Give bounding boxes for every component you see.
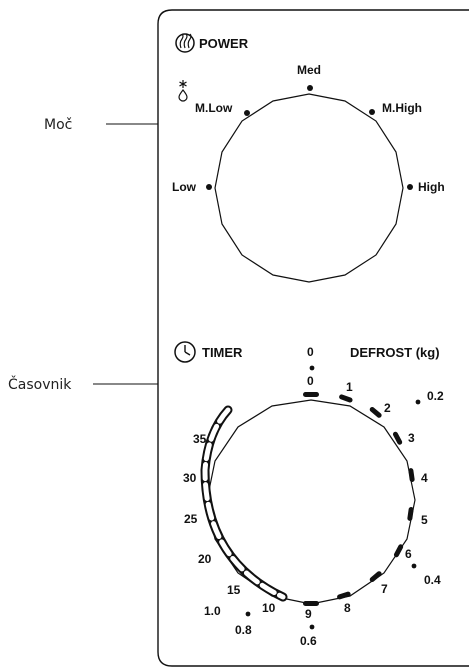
- timer-tick-6: [393, 544, 404, 558]
- power-knob[interactable]: [214, 93, 404, 283]
- timer-label-10: 10: [262, 601, 276, 615]
- timer-tick-4: [408, 468, 415, 483]
- timer-label-8: 8: [344, 601, 351, 615]
- timer-label-7: 7: [381, 582, 388, 596]
- timer-label-20: 20: [198, 552, 212, 566]
- timer-label-25: 25: [184, 512, 198, 526]
- power-marker-m-high: [369, 109, 375, 115]
- timer-label-9: 9: [305, 607, 312, 621]
- timer-title: TIMER: [202, 345, 243, 360]
- power-label-low: Low: [172, 180, 197, 194]
- microwave-waves-icon: [175, 33, 195, 53]
- defrost-label-1-0: 1.0: [204, 604, 221, 618]
- power-label-m-low: M.Low: [195, 101, 233, 115]
- timer-label-5: 5: [421, 513, 428, 527]
- timer-tick-3: [392, 431, 403, 445]
- power-marker-high: [407, 184, 413, 190]
- defrost-label-0-6: 0.6: [300, 634, 317, 648]
- timer-tick-1: [339, 394, 353, 403]
- defrost-dot-0-8: [245, 611, 251, 617]
- timer-zero-mid: 0: [307, 374, 314, 388]
- timer-knob[interactable]: [206, 399, 416, 605]
- power-label-med: Med: [297, 63, 321, 77]
- timer-tick-7: [369, 571, 382, 583]
- power-marker-m-low: [244, 110, 250, 116]
- timer-label-35: 35: [193, 432, 207, 446]
- power-callout-label: Moč: [44, 117, 72, 133]
- defrost-snowflake-drop-icon: [178, 80, 188, 102]
- defrost-dot-0-2: [415, 399, 421, 405]
- defrost-dot-0-4: [411, 563, 417, 569]
- power-title: POWER: [199, 36, 249, 51]
- defrost-dot-0-6: [309, 624, 315, 630]
- timer-zero-dot: [309, 365, 315, 371]
- timer-label-15: 15: [227, 583, 241, 597]
- defrost-label-0-8: 0.8: [235, 623, 252, 637]
- timer-label-4: 4: [421, 471, 428, 485]
- clock-icon: [174, 341, 196, 363]
- timer-callout-label: Časovnik: [8, 375, 72, 393]
- timer-tick-9: [303, 601, 319, 606]
- power-marker-med: [307, 85, 313, 91]
- timer-tick-5: [407, 506, 414, 521]
- defrost-label-0-2: 0.2: [427, 389, 444, 403]
- power-marker-low: [206, 184, 212, 190]
- timer-tick-2: [369, 406, 382, 418]
- defrost-title: DEFROST (kg): [350, 345, 440, 360]
- timer-label-2: 2: [384, 401, 391, 415]
- timer-short-range-arc: [200, 405, 288, 602]
- timer-label-1: 1: [346, 380, 353, 394]
- timer-label-6: 6: [405, 547, 412, 561]
- timer-label-3: 3: [408, 431, 415, 445]
- defrost-label-0-4: 0.4: [424, 573, 441, 587]
- power-label-m-high: M.High: [382, 101, 422, 115]
- timer-zero-top: 0: [307, 345, 314, 359]
- timer-tick-0: [303, 392, 319, 397]
- timer-label-30: 30: [183, 471, 197, 485]
- power-label-high: High: [418, 180, 445, 194]
- timer-tick-8: [337, 591, 351, 600]
